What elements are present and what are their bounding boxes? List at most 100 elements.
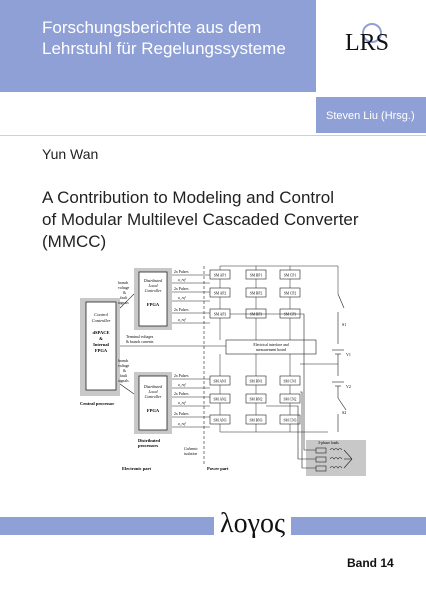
sm-cn1: SM CN1 (284, 380, 297, 384)
publisher-band (0, 517, 426, 535)
dp-label-2: processors (138, 443, 158, 448)
sm-an2: SM AN2 (214, 398, 227, 402)
editor-band (316, 97, 426, 133)
bs-top-2: voltage (118, 286, 129, 290)
sm-ap1: SM AP1 (214, 274, 226, 278)
lrs-logo: LRS (345, 30, 390, 56)
cc-line-5: Internal (93, 342, 109, 347)
lc-bot-3: Controller (145, 394, 162, 399)
sm-bp3: SM BP3 (250, 313, 262, 317)
sm-bn3: SM BN3 (250, 419, 263, 423)
pulse-labels: 2x Pulses u_ref 2x Pulses u_ref 2x Pulse… (174, 270, 189, 426)
book-title: A Contribution to Modeling and Control o… (42, 187, 412, 253)
interface-board (225, 339, 317, 355)
source-v1: V1 (346, 352, 351, 357)
board-line-2: measurement board (256, 348, 286, 352)
local-controller-bottom (138, 375, 168, 431)
loads-label: 3-phase loads (318, 441, 339, 445)
uref-1: u_ref (178, 278, 186, 282)
lc-bot-1: Distributed (143, 384, 163, 389)
series-header: Forschungsberichte aus dem Lehrstuhl für… (0, 0, 316, 92)
publisher-logo: λογος (214, 505, 292, 543)
sm-column-bn: SM BN1 SM BN2 SM BN3 (245, 375, 267, 425)
switch-s2: S2 (342, 410, 346, 415)
sm-bn2: SM BN2 (250, 398, 263, 402)
title-line-3: (MMCC) (42, 232, 107, 251)
bs-bot-5: signals (118, 379, 129, 383)
sm-cp1: SM CP1 (284, 274, 296, 278)
lc-bot-2: Local (147, 389, 158, 394)
switch-s1: S1 (342, 322, 346, 327)
uref-6: u_ref (178, 422, 186, 426)
sm-an3: SM AN3 (214, 419, 227, 423)
divider (0, 135, 426, 136)
sm-column-bp: SM BP1 SM BP2 SM BP3 (245, 269, 267, 319)
lc-top-1: Distributed (143, 278, 163, 283)
pulse-3: 2x Pulses (174, 308, 189, 312)
lc-top-2: Local (147, 283, 158, 288)
volume-number: Band 14 (347, 556, 394, 570)
sm-column-ap: SM AP1 SM AP2 SM AP3 (209, 269, 231, 319)
sm-an1: SM AN1 (214, 380, 227, 384)
logo-ring-icon (362, 23, 382, 43)
sm-column-an: SM AN1 SM AN2 SM AN3 (209, 375, 231, 425)
pulse-4: 2x Pulses (174, 374, 189, 378)
bs-top-5: signals (118, 301, 129, 305)
fpga-top: FPGA (147, 302, 160, 307)
central-controller-box (85, 301, 117, 391)
terminal-1: Terminal voltages (126, 335, 154, 339)
sm-column-cn: SM CN1 SM CN2 SM CN3 (279, 375, 301, 425)
load-coils (230, 313, 353, 472)
bs-bot-4: fault (120, 374, 128, 378)
series-line-2: Lehrstuhl für Regelungssysteme (42, 39, 286, 58)
cc-line-6: FPGA (95, 348, 108, 353)
electronic-part: Electronic part (122, 466, 152, 471)
bs-bot-3: & (123, 369, 126, 373)
bs-bot-1: branch (118, 359, 128, 363)
title-line-2: of Modular Multilevel Cascaded Converter (42, 210, 359, 229)
cc-line-4: & (99, 336, 103, 341)
lc-top-3: Controller (145, 288, 162, 293)
pulse-5: 2x Pulses (174, 392, 189, 396)
sm-ap3: SM AP3 (214, 313, 226, 317)
sm-cn2: SM CN2 (284, 398, 297, 402)
sm-column-cp: SM CP1 SM CP2 SM CP3 (279, 269, 301, 319)
sm-bp1: SM BP1 (250, 274, 262, 278)
uref-3: u_ref (178, 318, 186, 322)
sm-bn1: SM BN1 (250, 380, 263, 384)
cc-line-3: dSPACE (93, 330, 110, 335)
pulse-1: 2x Pulses (174, 270, 189, 274)
sm-bp2: SM BP2 (250, 292, 262, 296)
logo-box (316, 0, 426, 92)
galvanic-2: isolation (184, 452, 197, 456)
bs-top-1: branch (118, 281, 128, 285)
uref-4: u_ref (178, 383, 186, 387)
board-line-1: Electrical interface and (253, 343, 288, 347)
sm-grid: SM AP1 SM AP2 SM AP3 SM BP1 SM BP2 SM BP… (209, 265, 339, 433)
galvanic-1: Galvanic (184, 447, 198, 451)
pulse-6: 2x Pulses (174, 412, 189, 416)
terminal-2: & branch currents (126, 340, 154, 344)
local-controller-top (138, 271, 168, 327)
dc-circuit (300, 293, 347, 432)
bs-top-4: fault (120, 296, 128, 300)
sm-cn3: SM CN3 (284, 419, 297, 423)
bs-top-3: & (123, 291, 126, 295)
bs-bot-2: voltage (118, 364, 129, 368)
sm-cp2: SM CP2 (284, 292, 296, 296)
cc-line-2: Controller (92, 318, 111, 323)
dp-label-1: Distributed (138, 438, 160, 443)
series-line-1: Forschungsberichte aus dem (42, 18, 262, 37)
loads-shade (306, 440, 366, 476)
pulse-2: 2x Pulses (174, 287, 189, 291)
mmcc-diagram: Control Controller dSPACE & Internal FPG… (80, 265, 366, 476)
link-bottom (119, 383, 135, 395)
power-part: Power part (207, 466, 229, 471)
source-v2: V2 (346, 384, 351, 389)
cc-line-1: Control (94, 312, 109, 317)
uref-2: u_ref (178, 296, 186, 300)
uref-5: u_ref (178, 401, 186, 405)
title-line-1: A Contribution to Modeling and Control (42, 188, 335, 207)
pulse-arrows (172, 274, 210, 428)
